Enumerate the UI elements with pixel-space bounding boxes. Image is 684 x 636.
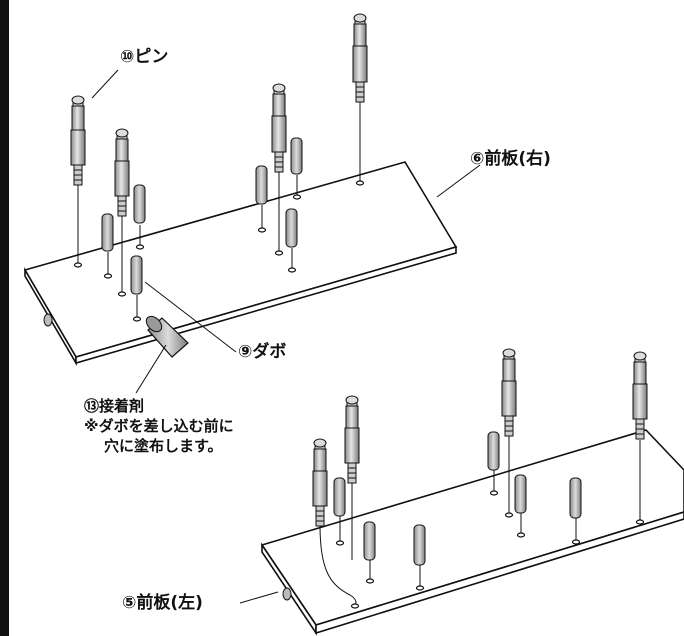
guide-lines-right — [77, 100, 361, 317]
glue-bottle-icon — [145, 315, 189, 358]
glue-label: ⑬接着剤 — [84, 397, 145, 415]
guide-lines-left — [319, 430, 641, 605]
pin-5 — [312, 438, 328, 527]
dowel-label: ⑨ダボ — [238, 342, 287, 362]
dowels-left — [333, 431, 582, 566]
glue-note-line-2: 穴に塗布します。 — [104, 437, 223, 455]
front-board-left-label: ⑤前板(左) — [122, 593, 203, 613]
pin-6 — [344, 395, 360, 484]
pin-1 — [70, 95, 86, 186]
front-board-right-label: ⑥前板(右) — [470, 149, 551, 169]
holes-left — [335, 490, 645, 609]
pin-4 — [352, 13, 368, 103]
pin-3 — [271, 83, 287, 173]
glue-note-line-1: ※ダボを差し込む前に — [84, 417, 234, 435]
dowels-right — [101, 137, 303, 295]
front-board-right — [23, 161, 458, 366]
pin-8 — [632, 351, 648, 440]
holes-right — [73, 180, 365, 322]
pin-label: ⑩ピン — [120, 47, 169, 67]
left-frame-bar — [0, 0, 9, 636]
pin-7 — [501, 348, 517, 437]
pin-2 — [114, 128, 130, 217]
leader-lines — [91, 69, 481, 604]
